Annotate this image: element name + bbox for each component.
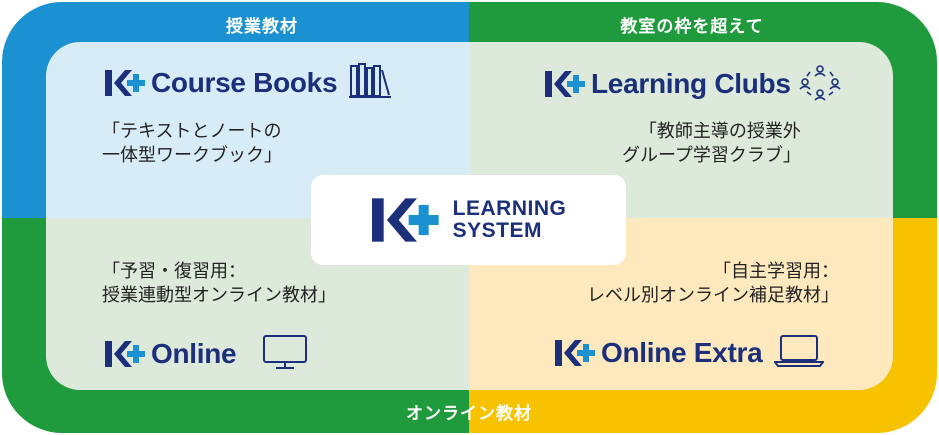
online-extra-description: 「自主学習用： レベル別オンライン補足教材」 <box>587 260 839 308</box>
learning-clubs-name: Learning Clubs <box>591 68 791 99</box>
online-name: Online <box>151 338 237 369</box>
laptop-icon <box>773 334 826 372</box>
learning-clubs-description: 「教師主導の授業外 グループ学習クラブ」 <box>622 120 801 168</box>
learning-clubs-desc-line2: グループ学習クラブ」 <box>622 145 801 166</box>
books-icon <box>349 62 392 104</box>
online-desc-line2: 授業連動型オンライン教材」 <box>102 285 336 306</box>
ring-label-top-left: 授業教材 <box>226 17 298 37</box>
kplus-logo-icon <box>545 69 587 99</box>
course-books-description: 「テキストとノートの 一体型ワークブック」 <box>102 120 282 168</box>
monitor-icon <box>262 334 308 374</box>
group-icon <box>799 62 841 106</box>
online-description: 「予習・復習用： 授業連動型オンライン教材」 <box>102 260 336 308</box>
course-books-desc-line1: 「テキストとノートの <box>102 121 282 142</box>
kplus-logo-icon <box>105 339 147 369</box>
course-books-name: Course Books <box>151 67 338 98</box>
kplus-logo-icon <box>105 68 147 98</box>
ring-label-bottom: オンライン教材 <box>406 404 532 424</box>
online-title: Online <box>105 334 308 374</box>
learning-clubs-title: Learning Clubs <box>545 62 841 106</box>
center-logo-box: LEARNING SYSTEM <box>311 175 626 265</box>
online-extra-desc-line2: レベル別オンライン補足教材」 <box>587 285 839 306</box>
kplus-logo-icon <box>371 195 443 245</box>
course-books-desc-line2: 一体型ワークブック」 <box>102 145 282 166</box>
online-desc-line1: 「予習・復習用： <box>102 261 246 282</box>
learning-clubs-desc-line1: 「教師主導の授業外 <box>638 121 801 142</box>
ring-label-top-right: 教室の枠を超えて <box>620 17 764 37</box>
online-extra-name: Online Extra <box>601 337 763 368</box>
course-books-title: Course Books <box>105 62 392 104</box>
center-title-line2: SYSTEM <box>452 219 543 242</box>
online-extra-desc-line1: 「自主学習用： <box>713 261 839 282</box>
kplus-logo-icon <box>555 338 597 368</box>
center-title-line1: LEARNING <box>452 197 567 220</box>
center-title: LEARNING SYSTEM <box>453 198 567 242</box>
online-extra-title: Online Extra <box>555 334 826 372</box>
